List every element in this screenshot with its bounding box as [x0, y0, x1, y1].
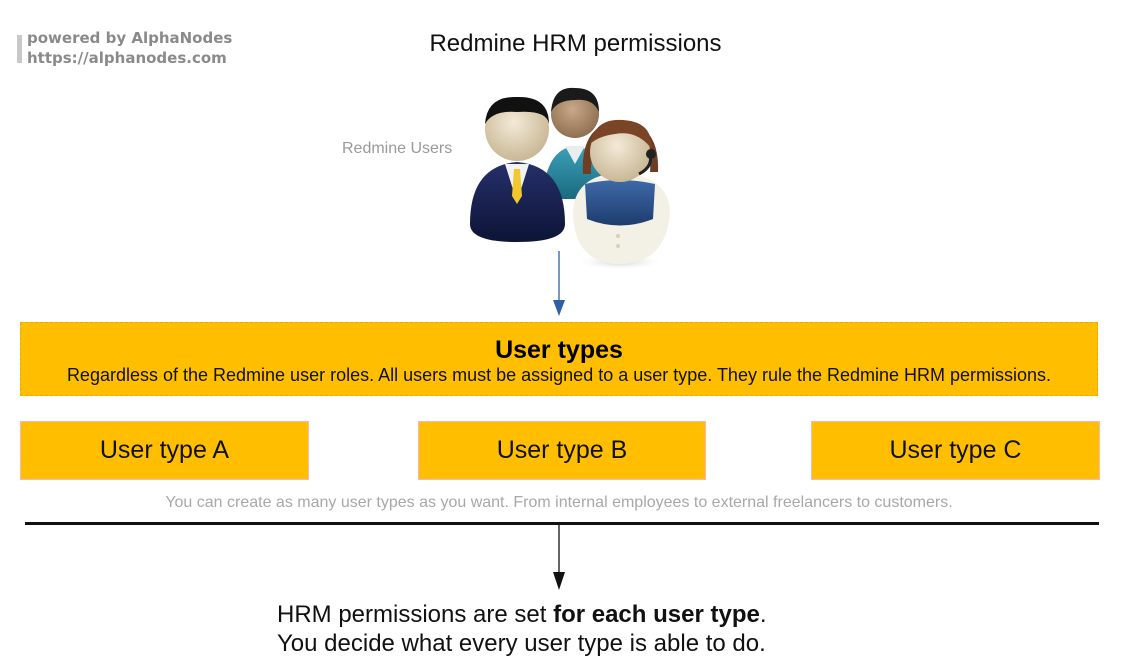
- user-types-note: You can create as many user types as you…: [165, 494, 953, 511]
- user-type-c-box: User type C: [811, 421, 1100, 480]
- watermark: powered by AlphaNodes https://alphanodes…: [17, 28, 257, 68]
- divider-line: [25, 522, 1099, 525]
- diagram-title: Redmine HRM permissions: [429, 30, 722, 57]
- user-types-title: User types: [495, 336, 623, 364]
- user-types-box: User types Regardless of the Redmine use…: [20, 322, 1098, 396]
- permissions-text: HRM permissions are set for each user ty…: [277, 600, 767, 658]
- users-label: Redmine Users: [342, 140, 453, 157]
- permissions-line1-suffix: .: [759, 601, 767, 628]
- types-to-permissions-arrowhead: [553, 572, 565, 590]
- permissions-line1-bold: for each user type: [553, 601, 760, 628]
- permissions-line1: HRM permissions are set for each user ty…: [277, 600, 767, 629]
- users-to-types-arrowhead: [553, 300, 565, 316]
- permissions-line1-prefix: HRM permissions are set: [277, 601, 554, 628]
- users-group-icon: [465, 84, 680, 274]
- user-type-b-box: User type B: [418, 421, 706, 480]
- watermark-bar: [17, 35, 22, 63]
- user-types-description: Regardless of the Redmine user roles. Al…: [66, 365, 1052, 385]
- watermark-line1: powered by AlphaNodes: [27, 29, 233, 47]
- watermark-line2: https://alphanodes.com: [27, 49, 227, 67]
- user-type-a-box: User type A: [20, 421, 309, 480]
- permissions-line2: You decide what every user type is able …: [277, 630, 766, 657]
